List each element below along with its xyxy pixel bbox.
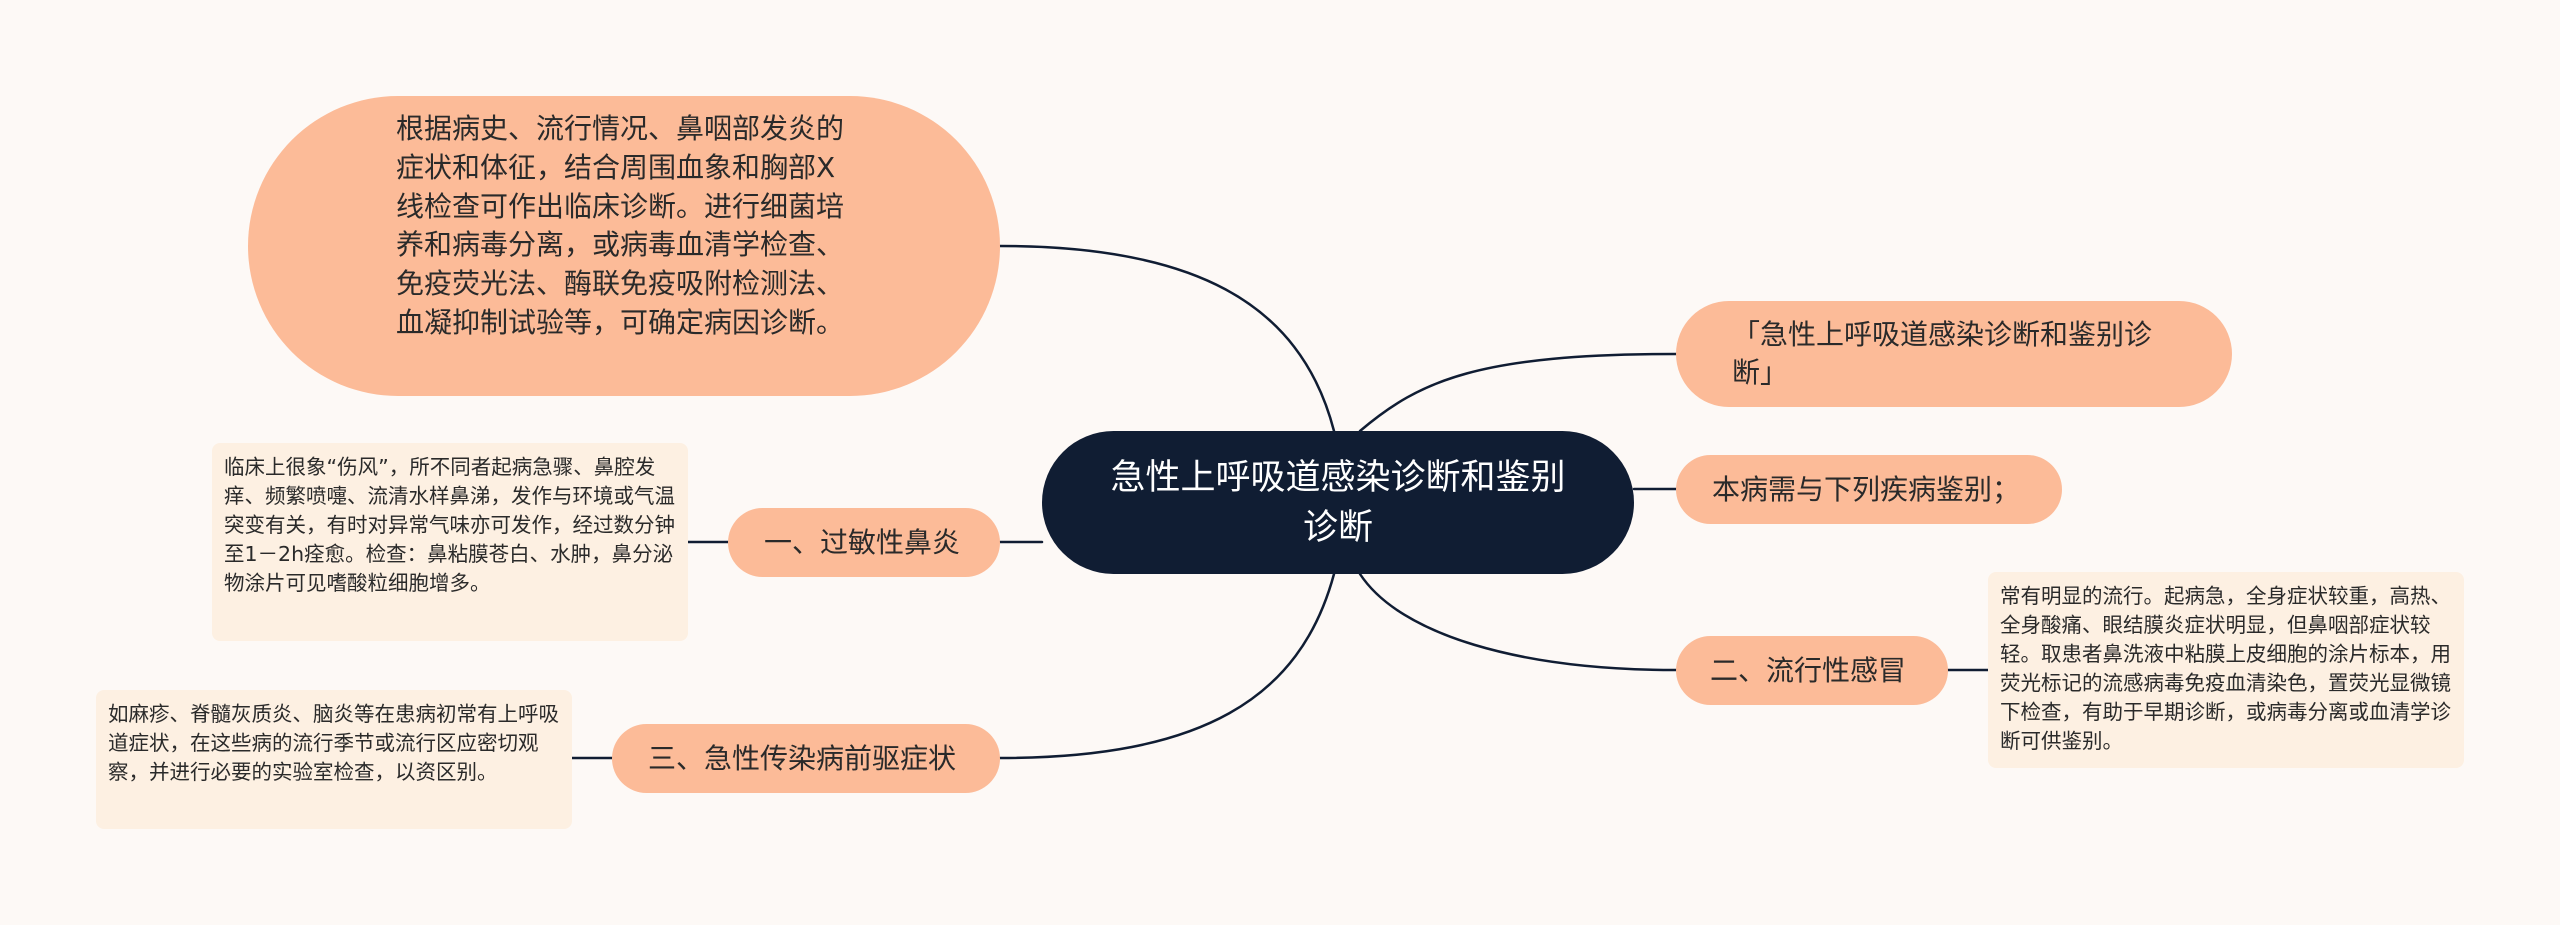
note-acute-infectious-prodrome[interactable]: 如麻疹、脊髓灰质炎、脑炎等在患病初常有上呼吸道症状，在这些病的流行季节或流行区应… [96,690,572,829]
note-influenza-text: 常有明显的流行。起病急，全身症状较重，高热、全身酸痛、眼结膜炎症状明显，但鼻咽部… [2000,584,2451,753]
topic-differential-intro-label: 本病需与下列疾病鉴别； [1712,472,2021,506]
central-topic-label: 急性上呼吸道感染诊断和鉴别诊断 [1110,457,1566,548]
note-allergic-rhinitis-text: 临床上很象“伤风”，所不同者起病急骤、鼻腔发痒、频繁喷嚏、流清水样鼻涕，发作与环… [224,455,675,595]
link-center-right-3 [1358,572,1678,672]
note-acute-infectious-prodrome-text: 如麻疹、脊髓灰质炎、脑炎等在患病初常有上呼吸道症状，在这些病的流行季节或流行区应… [108,702,559,784]
topic-allergic-rhinitis-label: 一、过敏性鼻炎 [764,525,961,559]
topic-influenza[interactable]: 二、流行性感冒 [1676,636,1948,705]
topic-influenza-label: 二、流行性感冒 [1710,653,1907,687]
note-influenza[interactable]: 常有明显的流行。起病急，全身症状较重，高热、全身酸痛、眼结膜炎症状明显，但鼻咽部… [1988,572,2464,768]
topic-allergic-rhinitis[interactable]: 一、过敏性鼻炎 [728,508,1000,577]
note-allergic-rhinitis[interactable]: 临床上很象“伤风”，所不同者起病急骤、鼻腔发痒、频繁喷嚏、流清水样鼻涕，发作与环… [212,443,688,641]
topic-diagnosis-summary-text: 根据病史、流行情况、鼻咽部发炎的症状和体征，结合周围血象和胸部X线检查可作出临床… [396,112,845,339]
topic-diagnosis-summary[interactable]: 根据病史、流行情况、鼻咽部发炎的症状和体征，结合周围血象和胸部X线检查可作出临床… [248,96,1000,396]
link-center-right-1 [1358,352,1678,433]
central-topic[interactable]: 急性上呼吸道感染诊断和鉴别诊断 [1042,431,1634,574]
topic-acute-infectious-prodrome[interactable]: 三、急性传染病前驱症状 [612,724,1000,793]
topic-differential-intro[interactable]: 本病需与下列疾病鉴别； [1676,455,2062,524]
topic-title-quote[interactable]: 「急性上呼吸道感染诊断和鉴别诊断」 [1676,301,2232,407]
topic-acute-infectious-prodrome-label: 三、急性传染病前驱症状 [648,741,957,775]
topic-title-quote-label: 「急性上呼吸道感染诊断和鉴别诊断」 [1732,318,2153,389]
link-center-left-3 [998,572,1336,760]
link-center-top-left [998,244,1336,433]
